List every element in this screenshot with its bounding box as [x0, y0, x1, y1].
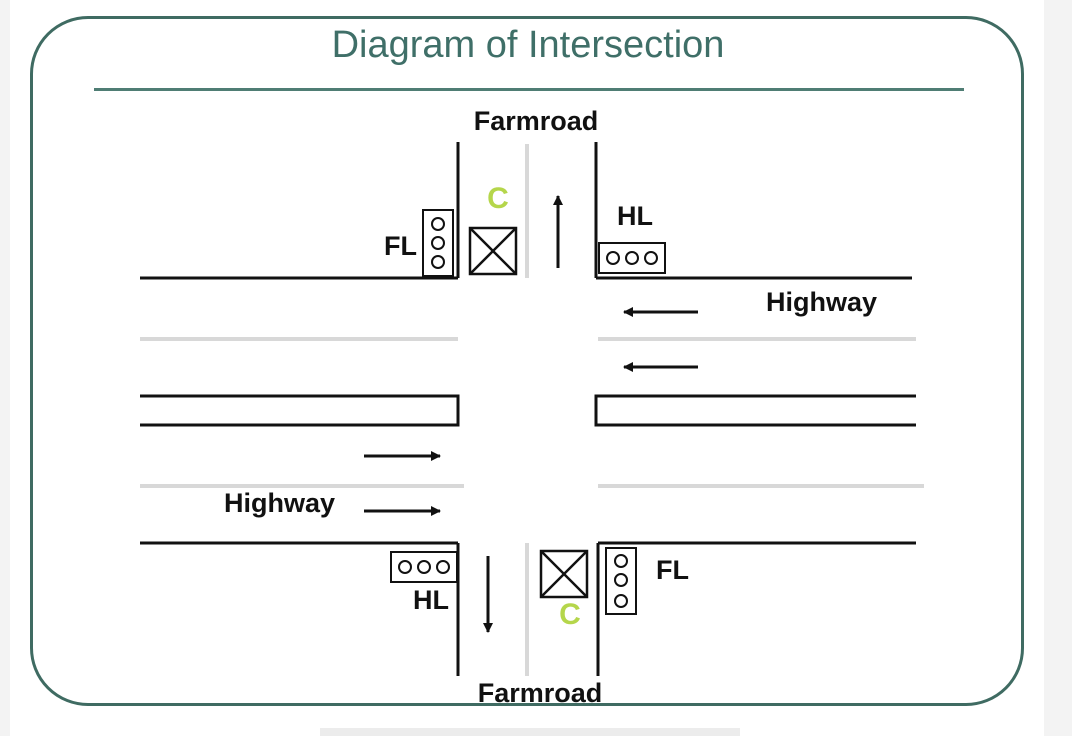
hl-top-label: HL [617, 201, 653, 231]
farmroad-top-label: Farmroad [474, 106, 599, 136]
slide-frame [30, 16, 1024, 706]
sensor-bottom-crossed-box-icon [539, 549, 589, 599]
hl-top-traffic-light-icon [598, 242, 666, 274]
sensor-top-crossed-box-icon [468, 226, 518, 276]
direction-arrows [364, 195, 698, 633]
hl-bottom-traffic-light-icon [390, 551, 458, 583]
median-left [140, 394, 460, 427]
fl-top-traffic-light-icon [422, 209, 454, 277]
c-marker-bottom: C [559, 598, 581, 631]
left-margin [0, 0, 10, 736]
slide-title: Diagram of Intersection [331, 24, 725, 66]
fl-top-label: FL [384, 231, 417, 261]
fl-bottom-traffic-light-icon [605, 547, 637, 615]
lane-dividers [140, 144, 924, 676]
highway-left-label: Highway [224, 488, 335, 518]
median-right [594, 394, 916, 427]
right-margin [1044, 0, 1072, 736]
c-marker-top: C [487, 182, 509, 215]
hl-bottom-label: HL [413, 585, 449, 615]
bottom-strip [320, 728, 740, 736]
title-underline [94, 88, 964, 91]
fl-bottom-label: FL [656, 555, 689, 585]
farmroad-bottom-label: Farmroad [478, 678, 603, 708]
highway-right-label: Highway [766, 287, 877, 317]
